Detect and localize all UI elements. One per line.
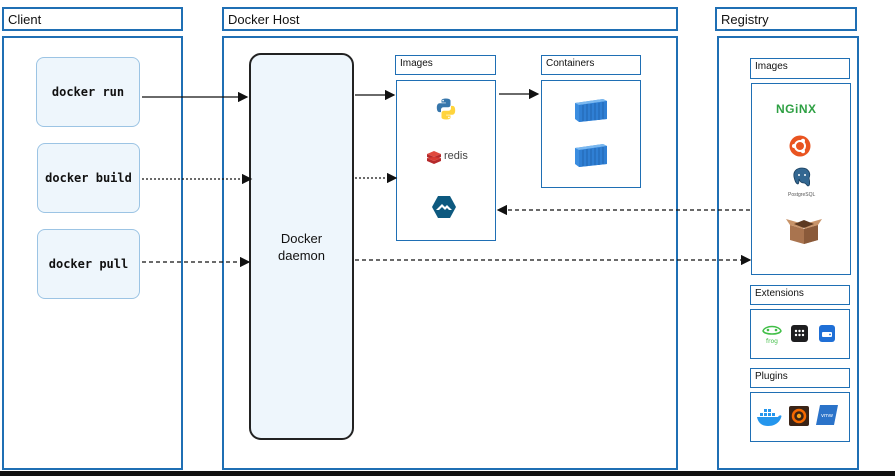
docker-pull-label: docker pull [48,257,129,271]
grafana-icon [789,406,809,426]
container-icon-1 [575,99,607,122]
plugins-title: Plugins [755,371,788,382]
docker-daemon: Docker daemon [249,53,354,440]
alpine-icon [432,196,456,218]
registry-header: Registry [715,7,857,31]
registry-images-title: Images [755,61,788,72]
extensions-title: Extensions [755,288,804,299]
grid-app-icon [791,325,808,342]
ubuntu-icon [789,135,811,157]
jfrog-icon: frog [762,325,782,345]
nginx-logo: NGiNX [776,102,817,116]
docker-host-title: Docker Host [228,12,300,27]
svg-text:frog: frog [766,338,778,345]
containers-header: Containers [541,55,641,75]
vmware-icon: vmw [816,405,838,425]
host-images-header: Images [395,55,496,75]
svg-text:vmw: vmw [821,413,833,419]
registry-images-header: Images [750,58,850,79]
container-icon-2 [575,144,607,167]
docker-build-command[interactable]: docker build [37,143,140,213]
docker-host-header: Docker Host [222,7,678,31]
redis-label: redis [444,150,468,162]
client-title: Client [8,12,42,27]
host-images-title: Images [400,58,433,69]
docker-pull-command[interactable]: docker pull [37,229,140,299]
bottom-edge [0,471,895,476]
containers-title: Containers [546,58,595,69]
client-header: Client [2,7,183,31]
registry-title: Registry [721,12,769,27]
docker-build-label: docker build [45,171,132,185]
postgresql-icon [793,167,811,187]
docker-whale-icon [757,409,782,426]
docker-run-label: docker run [51,85,125,99]
postgresql-label: PostgreSQL [788,192,816,198]
daemon-label: Docker daemon [278,230,325,264]
containers-panel [541,80,641,188]
daemon-label-line2: daemon [278,247,325,263]
daemon-label-line1: Docker [280,230,323,246]
python-icon [436,98,456,120]
disk-app-icon [819,325,835,342]
redis-icon [427,151,441,164]
plugins-header: Plugins [750,368,850,388]
docker-run-command[interactable]: docker run [36,57,140,127]
box-icon [786,219,822,244]
extensions-header: Extensions [750,285,850,305]
